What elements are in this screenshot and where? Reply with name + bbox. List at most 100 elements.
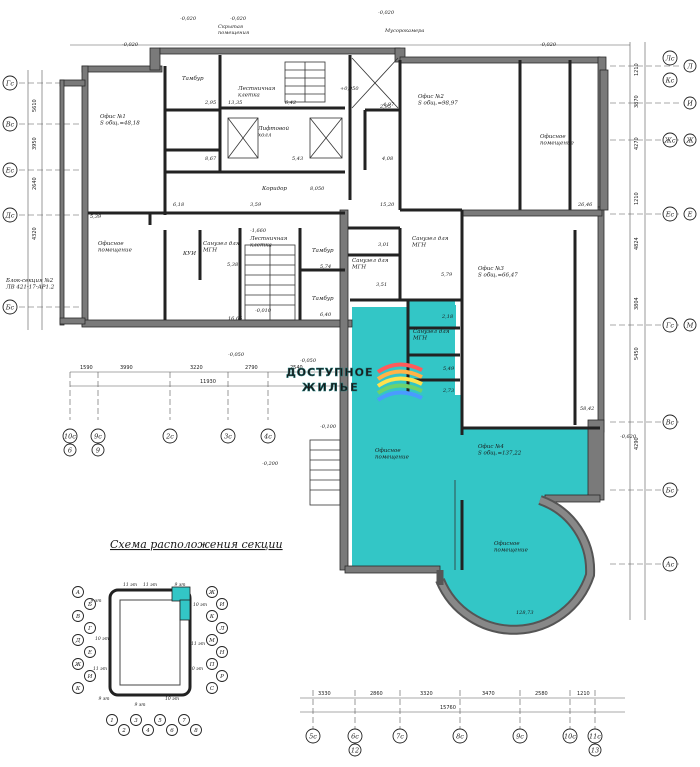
level-l1: +0,050 [340,86,359,92]
dim-top-3: 2790 [245,365,258,371]
axis-bt-4-circle [260,428,276,444]
axis-right2-0-circle [683,59,697,73]
scheme-right-4: М [208,638,215,644]
area-a12: 16,65 [228,316,242,322]
scheme-num-1: 2 [121,728,126,734]
scheme-left-7: И [87,674,93,680]
top-musor: Мусорокамера [384,28,424,34]
scheme-num-3: 4 [145,728,150,734]
scheme-left-1: Б [87,602,92,608]
scheme-right-7-circle [216,670,228,682]
scheme-label-7: 9 эт [134,702,145,708]
scheme-right-1-circle [216,598,228,610]
lift-shafts [227,117,343,159]
dim-right-7: 4290 [634,437,640,450]
scheme-right-3: Л [219,626,225,632]
top-lvl2: -0,020 [230,16,247,22]
area-a19: 6,40 [320,312,332,318]
dim-bot-1: 2860 [370,691,383,697]
stair-1 [284,61,326,103]
axis-right2-1-circle [683,96,697,110]
scheme-label-2: 9 эт [174,582,185,588]
dim-right-4: 4824 [634,237,640,250]
axis-bt-2: 2с [165,433,174,441]
level-l4: -0,050 [228,352,245,358]
scheme-left-5-circle [84,646,96,658]
axis-right-6-circle [662,482,678,498]
scheme-num-0-circle [106,714,118,726]
scheme-left-1-circle [84,598,96,610]
scheme-label-10: 10 эт [95,636,109,642]
axis-bot2-1: 13 [591,747,599,755]
stair-ext [309,439,341,506]
axis-bot-1-circle [347,728,363,744]
axis-right2-1: И [686,100,693,108]
area-a17: 4,97 [382,102,395,108]
axis-bot-2-circle [392,728,408,744]
axis-left-3: Дс [5,212,15,220]
scheme-num-5-circle [166,724,178,736]
axis-bt-3-circle [220,428,236,444]
room-tambur3: Тамбур [312,295,334,302]
dim-left-2: 2640 [32,177,38,190]
scheme-left-6: Ж [74,662,82,668]
level-l7: -0,020 [122,42,139,48]
scheme-right-0-circle [206,586,218,598]
area-a22: 5,49 [443,366,455,372]
scheme-right-8: С [210,686,215,692]
axis-bt2-0-circle [63,443,77,457]
dim-bot-5: 1210 [577,691,590,697]
scheme-left-3-circle [84,622,96,634]
scheme-label-1: 11 эт [143,582,157,588]
axis-bot-5-circle [562,728,578,744]
area-a10: 15,20 [380,202,395,208]
axis-right-0: Лс [664,55,674,63]
level-l6: -0,020 [540,42,557,48]
scheme-left-8: К [75,686,81,692]
axis-bt-0-circle [62,428,78,444]
axis-bot2-0: 12 [351,747,359,755]
axis-bot-0: 5с [309,733,317,741]
axis-right-2-circle [662,132,678,148]
area-a8: 3,59 [250,202,262,208]
dim-right-2: 4270 [634,137,640,150]
dim-top-2: 3220 [190,365,203,371]
scheme-num-4-circle [154,714,166,726]
axis-left-0-circle [2,75,18,91]
axis-right-6: Бс [665,487,675,495]
axis-bt2-0: 6 [68,447,72,455]
scheme-label-3: 10 эт [193,602,207,608]
axis-bt2-1-circle [91,443,105,457]
dim-right-0: 1210 [634,63,640,76]
dim-left-0: 5610 [32,99,38,112]
axis-bot-3-circle [452,728,468,744]
axis-right-4-circle [662,317,678,333]
scheme-label-4: 11 эт [191,641,205,647]
outer-walls [59,47,609,574]
scheme-right-6: П [209,662,215,668]
room-koridor: Коридор [261,186,287,192]
axis-right-3-circle [662,206,678,222]
room-tambur2: Тамбур [312,247,334,254]
area-a13: 5,38 [227,262,238,268]
axis-right2-0: Л [686,63,693,71]
scheme-left-6-circle [72,658,84,670]
axis-left-0: Гс [5,80,14,88]
area-a7: 4,08 [381,156,393,162]
area-a15: 3,51 [376,282,387,288]
dim-right-1: 3870 [634,95,640,108]
scheme-right-4-circle [206,634,218,646]
watermark-line1: ДОСТУПНОЕ [286,366,373,379]
axis-left-2-circle [2,162,18,178]
scheme-right-0: Ж [208,590,216,596]
area-a9: 8,050 [310,186,325,192]
scheme-left-0: А [75,590,80,596]
axis-bt-3: 3с [224,433,232,441]
scheme-right-5: Н [219,650,225,656]
scheme-num-2-circle [130,714,142,726]
